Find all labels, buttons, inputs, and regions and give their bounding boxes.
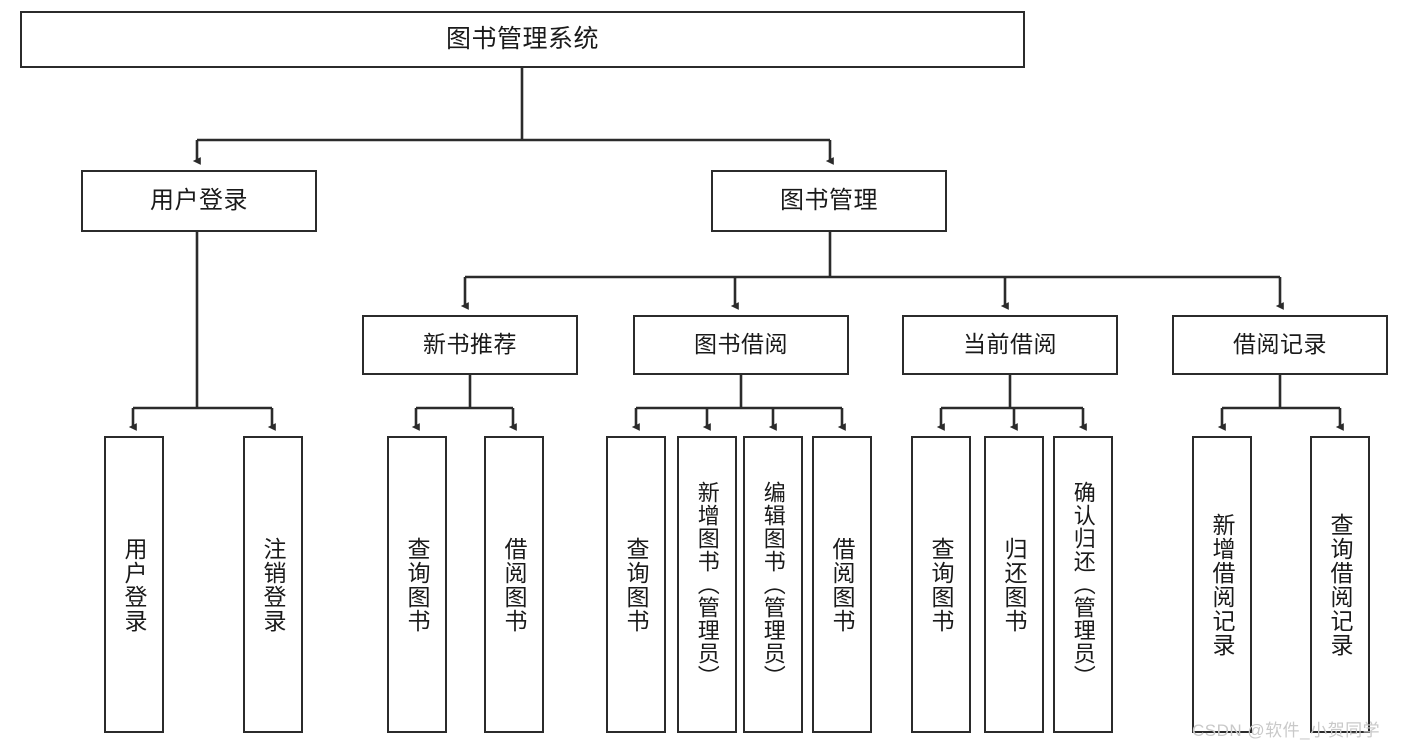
node-leaf-borrow-book-2[interactable]: 借阅图书 (812, 436, 872, 733)
node-user-login-label: 用户登录 (150, 186, 248, 214)
node-borrow-record-label: 借阅记录 (1233, 331, 1327, 358)
node-new-book-recommend-label: 新书推荐 (423, 331, 517, 358)
node-leaf-query-book-1-label: 查询图书 (404, 536, 431, 633)
node-book-manage[interactable]: 图书管理 (711, 170, 947, 232)
node-leaf-query-book-3-label: 查询图书 (928, 536, 955, 633)
node-leaf-logout-login[interactable]: 注销登录 (243, 436, 303, 733)
node-leaf-edit-book[interactable]: 编辑图书（管理员） (743, 436, 803, 733)
node-leaf-borrow-book-1-label: 借阅图书 (501, 536, 528, 633)
node-leaf-query-book-2[interactable]: 查询图书 (606, 436, 666, 733)
node-current-borrow-label: 当前借阅 (963, 331, 1057, 358)
node-leaf-add-record-label: 新增借阅记录 (1209, 512, 1236, 657)
node-leaf-query-record[interactable]: 查询借阅记录 (1310, 436, 1370, 733)
node-leaf-borrow-book-1[interactable]: 借阅图书 (484, 436, 544, 733)
node-leaf-confirm-return[interactable]: 确认归还（管理员） (1053, 436, 1113, 733)
node-borrow-record[interactable]: 借阅记录 (1172, 315, 1388, 375)
node-leaf-user-login[interactable]: 用户登录 (104, 436, 164, 733)
node-leaf-confirm-return-label: 确认归还（管理员） (1070, 481, 1096, 688)
node-leaf-borrow-book-2-label: 借阅图书 (829, 536, 856, 633)
node-leaf-query-book-2-label: 查询图书 (623, 536, 650, 633)
node-leaf-add-book[interactable]: 新增图书（管理员） (677, 436, 737, 733)
node-leaf-add-record[interactable]: 新增借阅记录 (1192, 436, 1252, 733)
node-leaf-query-book-3[interactable]: 查询图书 (911, 436, 971, 733)
node-book-borrow[interactable]: 图书借阅 (633, 315, 849, 375)
node-leaf-add-book-label: 新增图书（管理员） (694, 481, 720, 688)
node-leaf-logout-login-label: 注销登录 (260, 536, 287, 633)
node-leaf-query-book-1[interactable]: 查询图书 (387, 436, 447, 733)
node-book-borrow-label: 图书借阅 (694, 331, 788, 358)
node-leaf-user-login-label: 用户登录 (121, 536, 148, 633)
node-root-label: 图书管理系统 (445, 24, 599, 53)
node-book-manage-label: 图书管理 (780, 186, 878, 214)
node-leaf-query-record-label: 查询借阅记录 (1327, 512, 1354, 657)
node-current-borrow[interactable]: 当前借阅 (902, 315, 1118, 375)
node-leaf-return-book[interactable]: 归还图书 (984, 436, 1044, 733)
node-new-book-recommend[interactable]: 新书推荐 (362, 315, 578, 375)
node-root[interactable]: 图书管理系统 (20, 11, 1025, 68)
node-leaf-return-book-label: 归还图书 (1001, 536, 1028, 633)
node-leaf-edit-book-label: 编辑图书（管理员） (760, 481, 786, 688)
csdn-watermark: CSDN @软件_小贺同学 (1192, 721, 1381, 740)
node-user-login[interactable]: 用户登录 (81, 170, 317, 232)
